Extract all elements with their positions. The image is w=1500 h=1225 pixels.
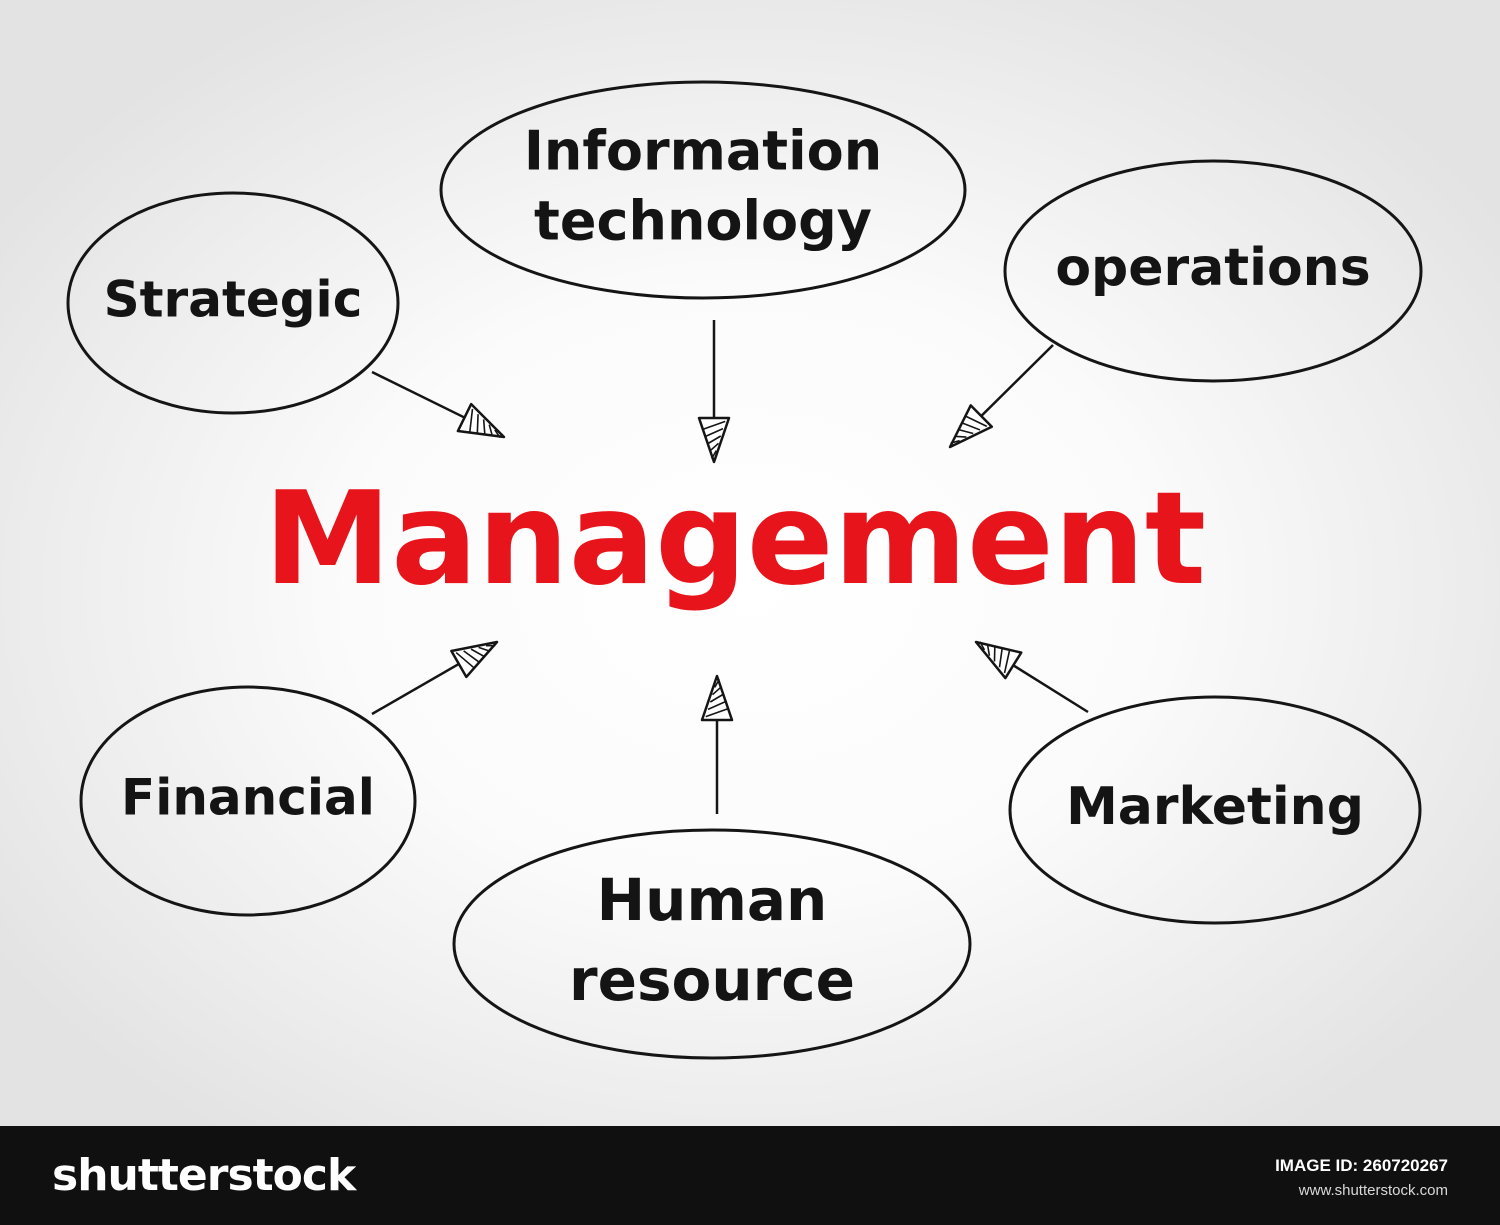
node-label-marketing: Marketing — [1066, 777, 1364, 837]
arrow-hatch — [708, 442, 720, 452]
footer-image-id: IMAGE ID: 260720267 — [1275, 1156, 1448, 1175]
arrow-shaft — [1012, 664, 1089, 714]
footer-bar: shutterstock IMAGE ID: 260720267 www.shu… — [0, 1126, 1500, 1225]
arrow-strategic-to-center — [371, 370, 506, 439]
node-strategic: Strategic — [66, 191, 400, 415]
arrow-hatch — [998, 647, 1004, 668]
edges-layer — [371, 320, 1089, 814]
node-label-information-technology-line-2: technology — [534, 190, 872, 253]
arrow-hatch — [986, 643, 991, 656]
arrow-hatch — [711, 450, 717, 460]
arrow-hatch — [957, 428, 974, 435]
node-marketing: Marketing — [1008, 695, 1422, 925]
node-label-strategic: Strategic — [104, 271, 363, 329]
nodes-layer: Strategic Information technology operations… — [66, 80, 1423, 1060]
arrow-hatch — [711, 686, 723, 696]
arrow-hatch — [954, 435, 967, 438]
arrow-hatch — [476, 414, 479, 434]
arrow-hatch — [961, 422, 981, 431]
node-human-resource: Human resource — [452, 828, 972, 1060]
center-topic-management: Management — [264, 465, 1206, 614]
arrow-hatch — [494, 429, 501, 438]
arrow-hatch — [979, 641, 986, 651]
arrow-hatch — [470, 648, 486, 658]
node-ellipse — [439, 80, 967, 300]
mind-map-diagram: Strategic Information technology operations… — [66, 80, 1423, 1060]
arrow-hatch — [702, 420, 726, 431]
arrow-hatch — [482, 419, 486, 436]
arrow-hatch — [468, 408, 474, 433]
arrow-financial-to-center — [371, 640, 499, 716]
node-ellipse — [66, 191, 400, 415]
node-information-technology: Information technology — [439, 80, 967, 300]
arrow-hatch — [478, 646, 491, 652]
node-financial: Financial — [79, 685, 417, 917]
arrow-shaft — [980, 344, 1054, 417]
arrow-information-technology-to-center — [697, 320, 731, 464]
arrow-operations-to-center — [948, 344, 1054, 449]
arrow-hatch — [964, 415, 988, 428]
arrow-hatch — [706, 435, 722, 445]
arrow-hatch — [709, 693, 725, 703]
node-operations: operations — [1003, 159, 1423, 383]
node-ellipse — [452, 828, 972, 1060]
arrow-hatch — [705, 707, 729, 718]
arrow-human-resource-to-center — [700, 674, 734, 814]
node-label-financial: Financial — [121, 769, 375, 827]
arrow-shaft — [371, 662, 460, 716]
node-ellipse — [79, 685, 417, 917]
node-label-information-technology-line-1: Information — [524, 120, 882, 183]
arrow-hatch — [488, 424, 494, 437]
node-ellipse — [1008, 695, 1422, 925]
node-label-operations: operations — [1055, 238, 1370, 298]
arrow-hatch — [704, 427, 724, 438]
node-label-human-resource-line-1: Human — [597, 866, 828, 934]
arrow-hatch — [714, 678, 720, 688]
footer-logo: shutterstock — [52, 1150, 356, 1201]
node-ellipse — [1003, 159, 1423, 383]
footer-site-url: www.shutterstock.com — [1298, 1182, 1448, 1199]
arrow-shaft — [371, 370, 466, 419]
arrow-hatch — [455, 651, 475, 669]
arrow-hatch — [463, 650, 481, 664]
arrow-hatch — [1003, 649, 1011, 674]
arrow-marketing-to-center — [974, 640, 1089, 714]
arrow-hatch — [950, 439, 960, 444]
node-label-human-resource-line-2: resource — [569, 946, 855, 1014]
arrow-hatch — [707, 700, 727, 711]
